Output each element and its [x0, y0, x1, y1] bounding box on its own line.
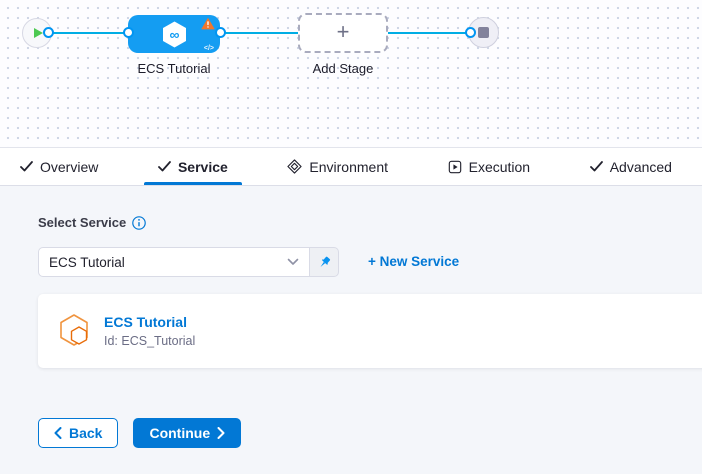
- service-card-ecs-tutorial[interactable]: ECS Tutorial Id: ECS_Tutorial: [38, 294, 702, 368]
- edge-start-to-stage: [52, 32, 128, 34]
- stage-tabbar: Overview Service Environment Execution A…: [0, 148, 702, 186]
- add-stage-button[interactable]: +: [298, 13, 388, 53]
- continue-button[interactable]: Continue: [133, 418, 242, 448]
- chevron-left-icon: [54, 427, 62, 439]
- stage-node-label: ECS Tutorial: [137, 61, 211, 76]
- execution-icon: [448, 160, 461, 173]
- pipeline-canvas: ∞ </> ECS Tutorial + Add Stage: [0, 0, 702, 148]
- check-icon: [158, 161, 171, 172]
- end-node-in-port[interactable]: [465, 27, 476, 38]
- play-icon: [34, 28, 43, 38]
- tab-label: Overview: [40, 158, 99, 175]
- stage-node-out-port[interactable]: [215, 27, 226, 38]
- stage-node-in-port[interactable]: [123, 27, 134, 38]
- tab-service[interactable]: Service: [144, 148, 242, 185]
- select-service-label-text: Select Service: [38, 215, 127, 230]
- service-select-row: ECS Tutorial: [38, 247, 339, 277]
- check-icon: [589, 161, 603, 172]
- back-button[interactable]: Back: [38, 418, 119, 448]
- code-view-icon[interactable]: </>: [203, 45, 214, 52]
- continue-button-label: Continue: [149, 425, 211, 441]
- info-icon[interactable]: [132, 215, 146, 230]
- svg-text:∞: ∞: [169, 26, 179, 42]
- service-select-value: ECS Tutorial: [49, 254, 125, 270]
- pin-service-button[interactable]: [310, 247, 339, 277]
- tab-execution[interactable]: Execution: [448, 148, 530, 185]
- tab-advanced[interactable]: Advanced: [589, 148, 672, 185]
- back-button-label: Back: [69, 425, 103, 441]
- new-service-link[interactable]: + New Service: [368, 254, 460, 269]
- stop-icon: [478, 27, 489, 38]
- warning-triangle-icon: [201, 17, 215, 30]
- plus-icon: +: [336, 19, 350, 44]
- service-card-texts: ECS Tutorial Id: ECS_Tutorial: [104, 314, 195, 348]
- ecs-hexagon-icon: [60, 314, 88, 346]
- footer-buttons: Back Continue: [38, 418, 242, 448]
- select-service-label: Select Service: [38, 215, 146, 230]
- tab-overview[interactable]: Overview: [20, 148, 98, 185]
- edge-stage-to-addstage: [224, 32, 300, 34]
- edge-addstage-to-end: [386, 32, 470, 34]
- chevron-down-icon: [287, 258, 299, 265]
- service-card-id: Id: ECS_Tutorial: [104, 334, 196, 348]
- tab-environment[interactable]: Environment: [287, 148, 388, 185]
- start-node-out-port[interactable]: [43, 27, 54, 38]
- environment-icon: [287, 159, 303, 174]
- chevron-right-icon: [217, 427, 225, 439]
- stage-node-ecs-tutorial[interactable]: ∞ </>: [128, 15, 220, 53]
- deploy-infinity-icon: ∞: [162, 21, 186, 47]
- pin-icon: [319, 256, 330, 267]
- service-tab-content: Select Service ECS Tutorial + New Servic…: [0, 186, 702, 474]
- tab-label: Execution: [468, 158, 531, 175]
- check-icon: [20, 161, 33, 172]
- service-card-title[interactable]: ECS Tutorial: [104, 314, 187, 330]
- tab-label: Advanced: [609, 158, 672, 175]
- service-select-dropdown[interactable]: ECS Tutorial: [38, 247, 310, 277]
- tab-label: Environment: [309, 158, 388, 175]
- tab-label: Service: [177, 158, 228, 175]
- add-stage-label: Add Stage: [312, 61, 374, 76]
